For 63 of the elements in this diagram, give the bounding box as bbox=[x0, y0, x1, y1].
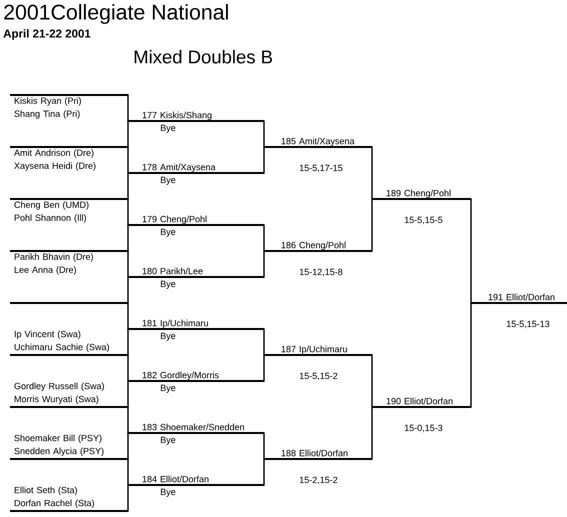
team-slot: Cheng Ben (UMD) Pohl Shannon (Ill) bbox=[10, 198, 128, 223]
match-result: Bye bbox=[160, 228, 176, 237]
bracket-line bbox=[263, 120, 265, 148]
bracket-line bbox=[127, 198, 129, 226]
match-slot: 186 Cheng/Pohl bbox=[264, 242, 372, 252]
match-slot: 191 Elliot/Dorfan bbox=[471, 294, 567, 304]
match-slot: 178 Amit/Xaysena bbox=[128, 164, 264, 174]
title: 2001Collegiate National bbox=[4, 4, 228, 24]
bracket-line bbox=[263, 146, 265, 174]
bracket-line bbox=[470, 302, 472, 408]
bracket-line bbox=[470, 198, 472, 304]
match-result: 15-5,15-13 bbox=[506, 320, 550, 328]
bracket-line bbox=[127, 432, 129, 460]
bracket-line bbox=[263, 224, 265, 252]
bracket-line bbox=[127, 94, 129, 122]
bracket-line bbox=[263, 432, 265, 460]
bracket-line bbox=[263, 458, 265, 486]
match-result: 15-5,15-2 bbox=[300, 372, 338, 380]
match-result: 15-5,17-15 bbox=[300, 164, 342, 172]
match-result: 15-0,15-3 bbox=[404, 424, 442, 432]
match-result: 15-2,15-2 bbox=[300, 476, 338, 484]
match-result: Bye bbox=[160, 488, 176, 497]
match-slot: 179 Cheng/Pohl bbox=[128, 216, 264, 226]
match-result: Bye bbox=[160, 332, 176, 341]
match-result: Bye bbox=[160, 436, 176, 445]
match-result: Bye bbox=[160, 124, 176, 133]
match-slot: 185 Amit/Xaysena bbox=[264, 138, 372, 148]
team-slot: Kiskis Ryan (Pri) Shang Tina (Pri) bbox=[10, 94, 128, 119]
date-text: April 21-22 2001 bbox=[3, 29, 90, 40]
match-result: Bye bbox=[160, 280, 176, 289]
match-slot: 188 Elliot/Dorfan bbox=[264, 450, 372, 460]
match-slot: 190 Elliot/Dorfan bbox=[372, 398, 471, 408]
bracket-line bbox=[127, 328, 129, 356]
match-result: 15-12,15-8 bbox=[300, 268, 342, 276]
bracket-line bbox=[127, 146, 129, 174]
match-slot: 183 Shoemaker/Snedden bbox=[128, 424, 264, 434]
match-slot: 180 Parikh/Lee bbox=[128, 268, 264, 278]
bracket-line bbox=[371, 146, 373, 200]
bracket-line bbox=[371, 354, 373, 408]
match-result: 15-5,15-5 bbox=[404, 216, 442, 224]
bracket-line bbox=[263, 354, 265, 382]
match-slot: 184 Elliot/Dorfan bbox=[128, 476, 264, 486]
team-slot: Shoemaker Bill (PSY) Snedden Alycia (PSY) bbox=[10, 434, 128, 460]
bracket-line bbox=[371, 406, 373, 460]
team-slot: Gordley Russell (Swa) Morris Wuryati (Swa) bbox=[10, 382, 128, 408]
team-slot: Ip Vincent (Swa) Uchimaru Sachie (Swa) bbox=[10, 330, 128, 356]
bracket-line bbox=[127, 380, 129, 408]
match-result: Bye bbox=[160, 176, 176, 185]
team-slot: Parikh Bhavin (Dre) Lee Anna (Dre) bbox=[10, 250, 128, 275]
team-slot: Elliot Seth (Sta) Dorfan Rachel (Sta) bbox=[10, 486, 128, 512]
match-slot: 189 Cheng/Pohl bbox=[372, 190, 471, 200]
match-result: Bye bbox=[160, 384, 176, 393]
match-slot: 181 Ip/Uchimaru bbox=[128, 320, 264, 330]
bracket-line bbox=[263, 250, 265, 278]
bracket-line bbox=[371, 198, 373, 252]
match-slot: 177 Kiskis/Shang bbox=[128, 112, 264, 122]
bracket-line bbox=[263, 328, 265, 356]
bracket-line bbox=[127, 250, 129, 278]
match-slot: 187 Ip/Uchimaru bbox=[264, 346, 372, 356]
team-slot: Amit Andrison (Dre) Xaysena Heidi (Dre) bbox=[10, 146, 128, 171]
subtitle: Mixed Doubles B bbox=[134, 50, 272, 64]
bracket-line bbox=[127, 484, 129, 512]
match-slot: 182 Gordley/Morris bbox=[128, 372, 264, 382]
